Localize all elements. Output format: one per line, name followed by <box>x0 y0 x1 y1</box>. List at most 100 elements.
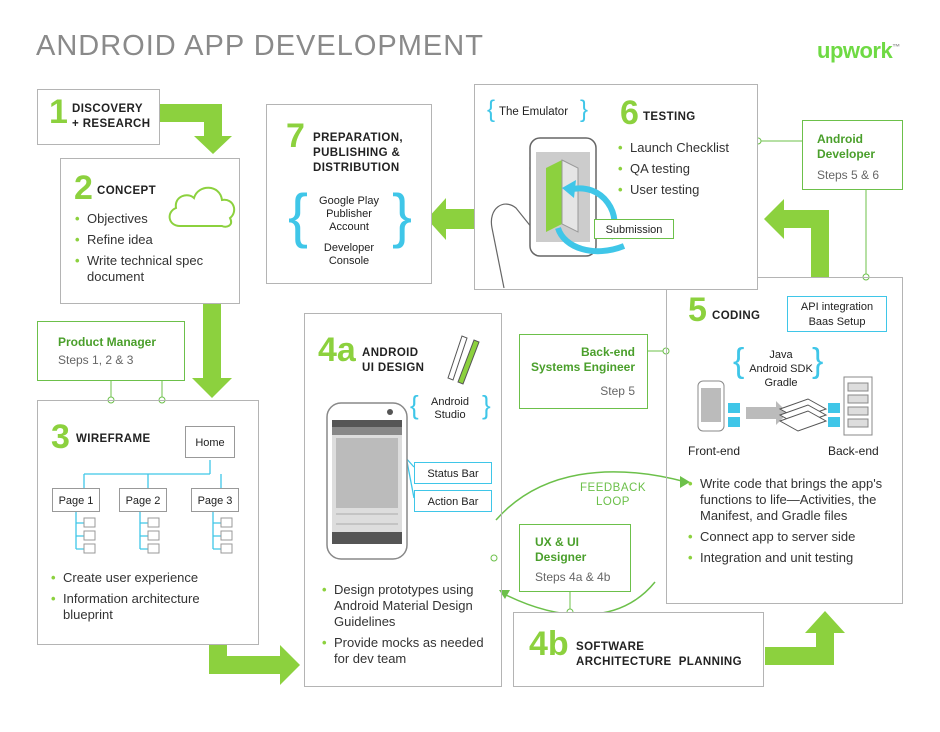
backend-engineer-steps: Step 5 <box>600 384 635 398</box>
step-7-title-line2: PUBLISHING & <box>313 147 401 159</box>
list-item: Write code that brings the app's functio… <box>688 476 888 524</box>
step-1-title-line2: + RESEARCH <box>72 118 151 130</box>
ux-designer-steps: Steps 4a & 4b <box>535 570 611 584</box>
android-developer-box <box>802 120 903 190</box>
step-1-number: 1 <box>49 93 68 131</box>
google-play-label: Google Play Publisher Account <box>304 195 394 234</box>
tech-gradle: Gradle <box>764 377 798 389</box>
step-3-bullets: Create user experience Information archi… <box>51 570 251 628</box>
ux-designer-box <box>519 524 631 592</box>
feedback-line1: FEEDBACK <box>580 482 646 494</box>
list-item: Objectives <box>75 211 235 227</box>
upwork-logo: upwork™ <box>817 38 900 64</box>
page-2-box: Page 2 <box>119 488 167 512</box>
api-line2: Baas Setup <box>808 316 866 328</box>
product-manager-box <box>37 321 185 381</box>
phone-mockup-icon <box>326 402 408 560</box>
home-box: Home <box>185 426 235 458</box>
product-manager-role: Product Manager <box>58 335 157 349</box>
ux-designer-role: UX & UI Designer <box>535 535 586 565</box>
hand-phone-icon <box>490 137 626 288</box>
brace-left-icon: { <box>410 390 419 420</box>
android-studio-label: Android Studio <box>416 396 484 422</box>
tech-sdk: Android SDK <box>749 363 813 375</box>
arrow-3-to-4a <box>209 645 300 685</box>
brace-right-icon: } <box>812 342 824 380</box>
brace-right-icon: } <box>580 96 589 123</box>
step-3-title: WIREFRAME <box>76 433 151 445</box>
step-2-bullets: Objectives Refine idea Write technical s… <box>75 211 235 290</box>
step-4a-title: ANDROID UI DESIGN <box>362 346 424 376</box>
step-4b-title-line2: ARCHITECTURE PLANNING <box>576 656 742 668</box>
list-item: QA testing <box>618 161 753 177</box>
step-4a-box <box>304 313 502 687</box>
step-7-box <box>266 104 432 284</box>
logo-text: upwork <box>817 38 893 63</box>
api-line1: API integration <box>800 301 874 313</box>
dc-line1: Developer <box>323 242 375 254</box>
step-4b-title-line1: SOFTWARE <box>576 641 645 653</box>
step-5-number: 5 <box>688 291 707 329</box>
product-manager-steps: Steps 1, 2 & 3 <box>58 353 134 367</box>
feedback-line2: LOOP <box>596 496 630 508</box>
brace-left-icon: { <box>487 96 496 123</box>
api-integration-box: API integration Baas Setup <box>787 296 887 332</box>
step-3-number: 3 <box>51 418 70 456</box>
page-1-box: Page 1 <box>52 488 100 512</box>
step-4b-box <box>513 612 764 687</box>
step-4a-title-line2: UI DESIGN <box>362 362 425 374</box>
gp-line2: Publisher <box>326 208 372 220</box>
step-4b-title: SOFTWARE ARCHITECTURE PLANNING <box>576 640 742 670</box>
cloud-icon <box>168 186 236 228</box>
tech-java: Java <box>769 349 793 361</box>
logo-tm: ™ <box>892 42 900 52</box>
ux-designer-role-line1: UX & UI <box>535 535 580 549</box>
list-item: Refine idea <box>75 232 235 248</box>
backend-engineer-role: Back-end Systems Engineer <box>523 345 635 375</box>
android-developer-role: Android Developer <box>817 132 875 162</box>
feedback-loop-label: FEEDBACK LOOP <box>572 481 654 509</box>
page-3-box: Page 3 <box>191 488 239 512</box>
step-4a-title-line1: ANDROID <box>362 347 419 359</box>
submission-label: Submission <box>594 219 674 239</box>
step-6-title: TESTING <box>643 111 696 123</box>
step-1-box <box>37 89 160 145</box>
developer-console-label: Developer Console <box>304 242 394 268</box>
android-developer-role-line2: Developer <box>817 147 876 161</box>
backend-engineer-role-line2: Systems Engineer <box>530 360 635 374</box>
backend-label: Back-end <box>828 444 879 458</box>
step-7-title: PREPARATION, PUBLISHING & DISTRIBUTION <box>313 131 403 176</box>
arrow-6-to-7 <box>427 198 474 240</box>
step-4a-bullets: Design prototypes using Android Material… <box>322 582 498 672</box>
android-developer-steps: Steps 5 & 6 <box>817 168 880 182</box>
step-4a-number: 4a <box>318 331 356 369</box>
arrow-1-to-2 <box>160 104 232 154</box>
pencil-icon <box>447 335 480 385</box>
list-item: Design prototypes using Android Material… <box>322 582 498 630</box>
brace-right-icon: } <box>392 182 413 249</box>
step-2-number: 2 <box>74 169 93 207</box>
step-7-title-line3: DISTRIBUTION <box>313 162 400 174</box>
arrow-4b-to-5 <box>765 611 845 665</box>
step-1-title-line1: DISCOVERY <box>72 103 143 115</box>
tech-stack: Java Android SDK Gradle <box>746 348 816 390</box>
step-6-bullets: Launch Checklist QA testing User testing <box>618 140 753 203</box>
list-item: Connect app to server side <box>688 529 888 545</box>
emulator-label: The Emulator <box>499 106 569 118</box>
step-5-title: CODING <box>712 310 761 322</box>
step-1-title: DISCOVERY + RESEARCH <box>72 102 150 132</box>
dc-line2: Console <box>328 255 370 267</box>
page-title: ANDROID APP DEVELOPMENT <box>36 30 484 62</box>
gp-line1: Google Play <box>319 195 379 207</box>
android-studio-line2: Studio <box>434 409 466 421</box>
android-developer-role-line1: Android <box>817 132 863 146</box>
step-5-bullets: Write code that brings the app's functio… <box>688 476 888 571</box>
step-7-title-line1: PREPARATION, <box>313 132 403 144</box>
brace-left-icon: { <box>733 342 745 380</box>
step-7-number: 7 <box>286 117 305 155</box>
arrow-2-to-3 <box>192 304 232 398</box>
step-2-title: CONCEPT <box>97 185 157 197</box>
step-6-number: 6 <box>620 94 639 132</box>
list-item: Information architecture blueprint <box>51 591 251 623</box>
